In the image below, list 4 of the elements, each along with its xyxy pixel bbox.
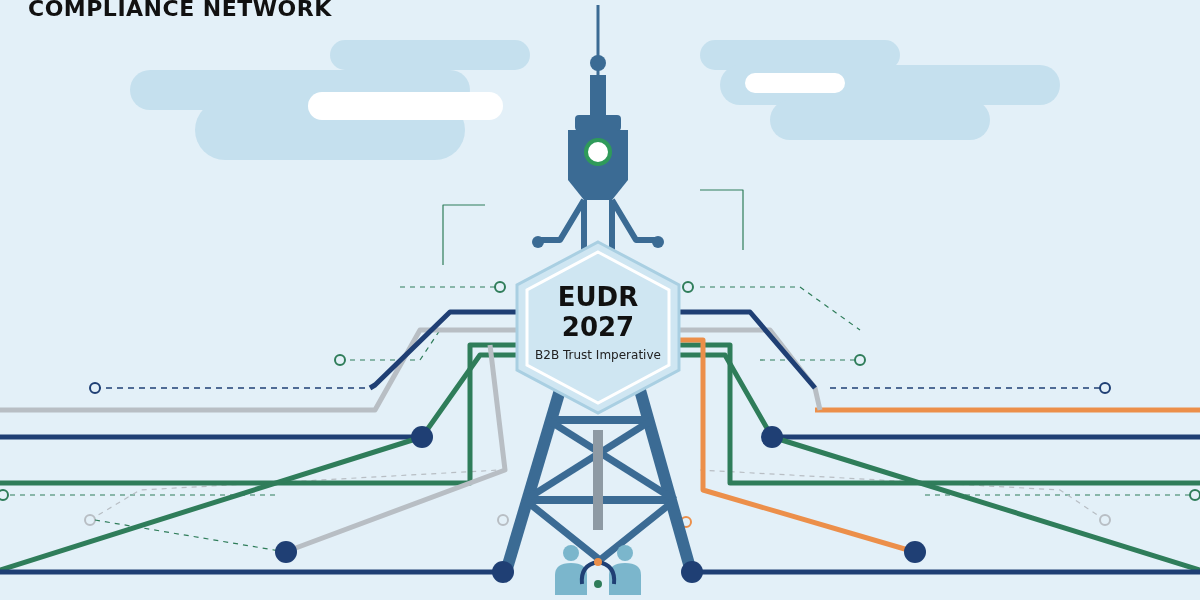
subtitle: B2B Trust Imperative — [534, 348, 662, 362]
title: COMPLIANCE NETWORK — [28, 0, 332, 21]
heading: EUDR 2027 — [556, 282, 640, 342]
hexagon-badge — [515, 240, 681, 415]
